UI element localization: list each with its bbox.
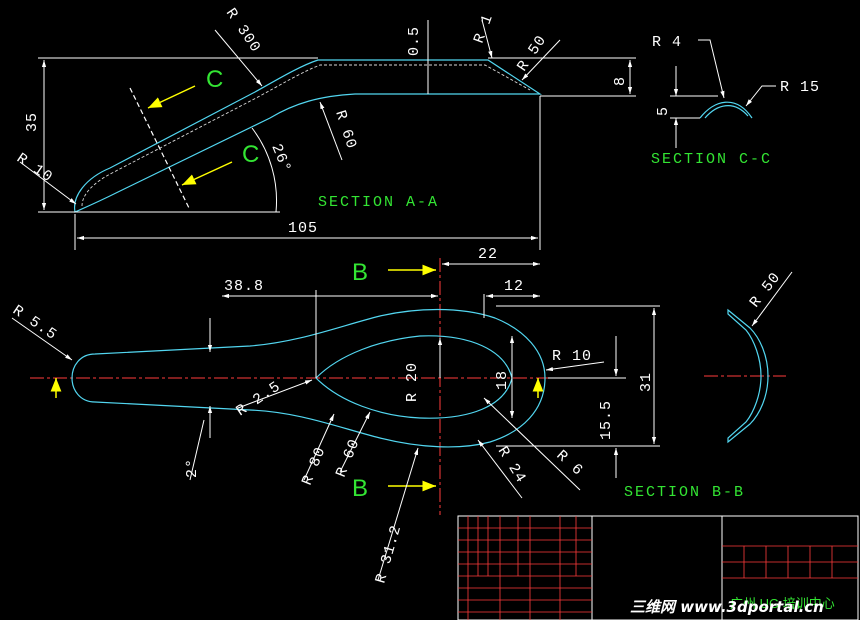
dim-8: 8 bbox=[612, 76, 629, 86]
section-aa-view: C C R 300 0.5 R 1 R 50 8 35 R 10 26° R 6… bbox=[13, 5, 636, 250]
section-bb-title: SECTION B-B bbox=[624, 484, 745, 501]
cut-label-c-bottom: C bbox=[242, 141, 259, 168]
dim-31: 31 bbox=[638, 372, 655, 392]
dim-r10-plan: R 10 bbox=[552, 348, 592, 365]
company-text: 广州 UG 培训中心 bbox=[730, 596, 835, 611]
plan-view: B B 22 12 38.8 R 5.5 2° R 2.5 R 20 18 bbox=[9, 246, 660, 585]
dim-26deg: 26° bbox=[267, 142, 294, 176]
dim-35: 35 bbox=[24, 112, 41, 132]
dim-r20: R 20 bbox=[404, 362, 421, 402]
cut-line-cc bbox=[129, 87, 191, 211]
dim-r6: R 6 bbox=[553, 447, 587, 480]
dim-r5-5: R 5.5 bbox=[9, 302, 60, 344]
dim-r80: R 80 bbox=[299, 444, 330, 487]
dim-105: 105 bbox=[288, 220, 318, 237]
section-cc-view: R 4 R 15 5 SECTION C-C bbox=[651, 34, 820, 168]
cut-label-c-top: C bbox=[206, 66, 223, 93]
dim-2deg: 2° bbox=[184, 458, 201, 478]
title-block: 广州 UG 培训中心 bbox=[457, 515, 859, 620]
dim-r24: R 24 bbox=[494, 444, 530, 487]
dim-r300: R 300 bbox=[222, 5, 264, 56]
cut-label-b-bottom: B bbox=[352, 475, 368, 502]
spoon-plan-outline bbox=[71, 308, 546, 448]
dim-r31-2: R 31.2 bbox=[372, 523, 405, 585]
dim-r2-5: R 2.5 bbox=[233, 378, 284, 420]
dim-r50: R 50 bbox=[514, 32, 550, 75]
dim-r4: R 4 bbox=[652, 34, 682, 51]
dim-r60-plan: R 60 bbox=[333, 436, 364, 479]
dim-r05: 0.5 bbox=[406, 26, 423, 56]
dim-r1: R 1 bbox=[471, 12, 497, 46]
dim-5: 5 bbox=[655, 106, 672, 116]
section-bb-profile bbox=[727, 308, 769, 444]
dim-22: 22 bbox=[478, 246, 498, 263]
section-aa-title: SECTION A-A bbox=[318, 194, 439, 211]
cut-label-b-top: B bbox=[352, 259, 368, 286]
dim-18: 18 bbox=[494, 370, 511, 390]
section-aa-outer-profile bbox=[74, 59, 543, 213]
angle-26-arc bbox=[251, 127, 278, 213]
dim-r15: R 15 bbox=[780, 79, 820, 96]
section-cc-profile bbox=[699, 101, 753, 119]
section-aa-inner-profile bbox=[81, 64, 531, 207]
dim-12: 12 bbox=[504, 278, 524, 295]
dim-15-5: 15.5 bbox=[598, 400, 615, 440]
dim-r60-aa: R 60 bbox=[331, 108, 360, 151]
section-cc-title: SECTION C-C bbox=[651, 151, 772, 168]
dim-38-8: 38.8 bbox=[224, 278, 264, 295]
dim-r10-aa: R 10 bbox=[13, 150, 56, 186]
watermark: 三维网 www.3dportal.cn bbox=[630, 598, 824, 616]
